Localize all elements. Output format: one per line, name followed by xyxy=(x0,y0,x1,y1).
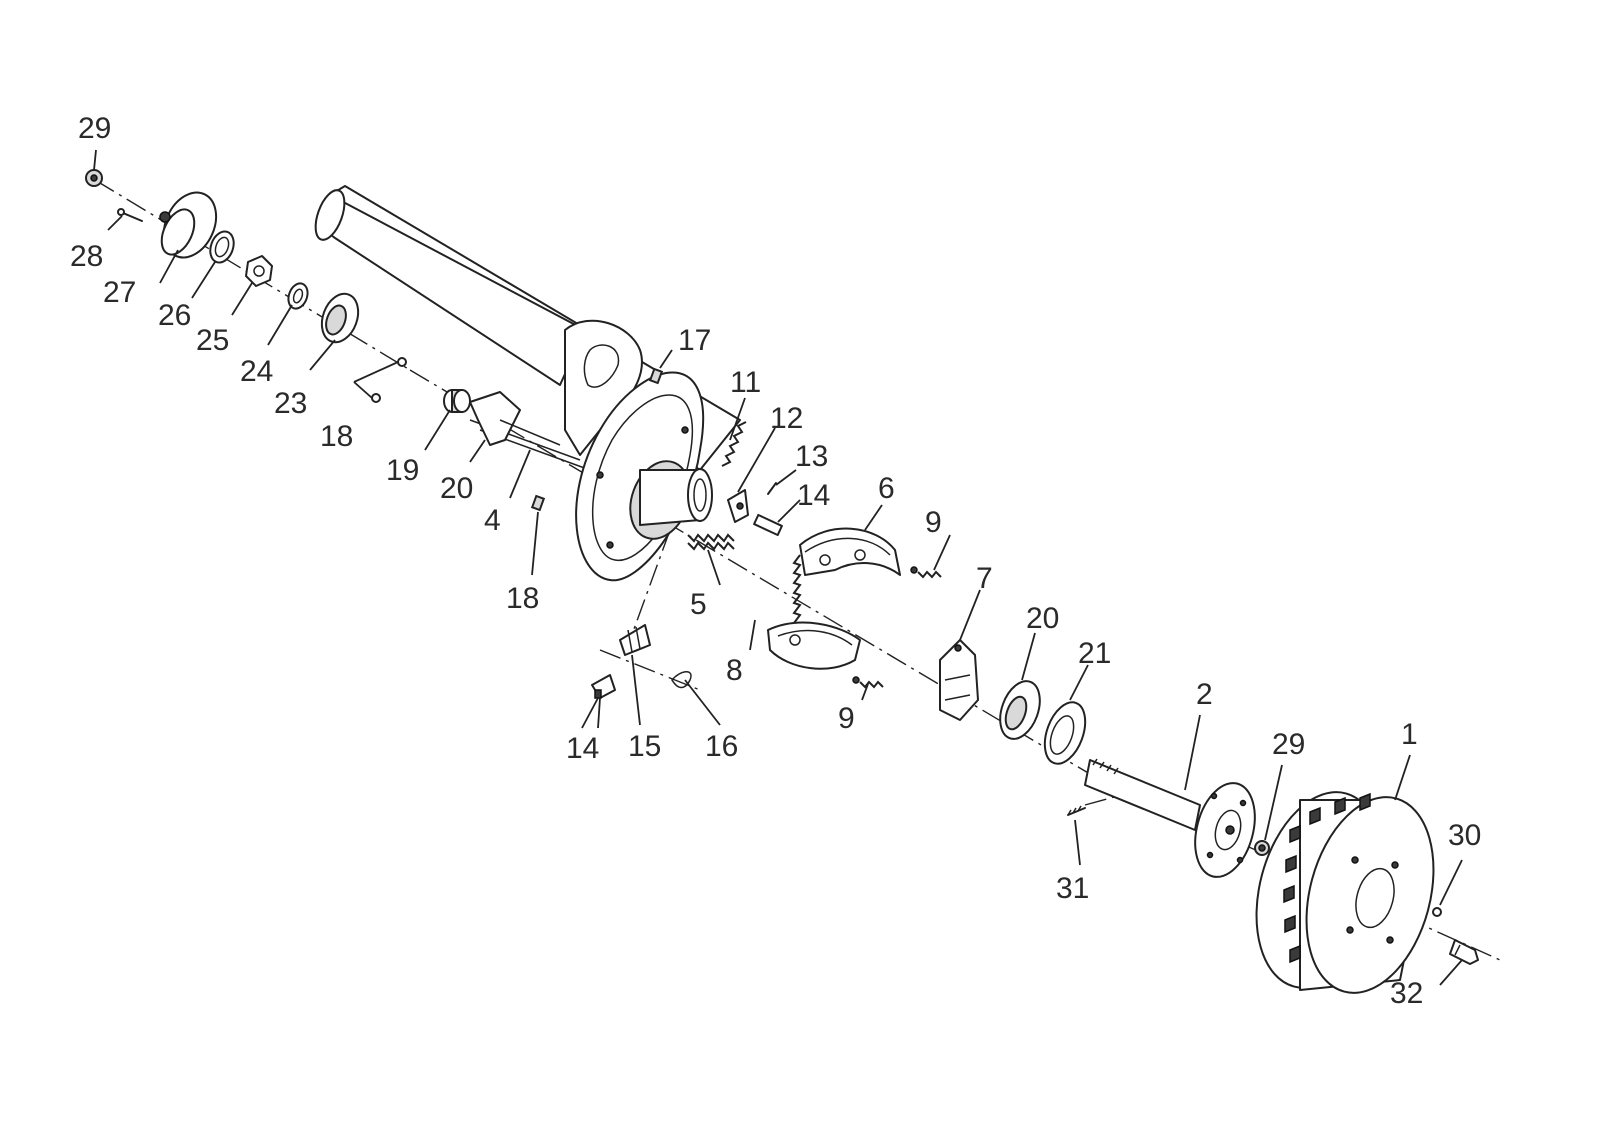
part-22-seal xyxy=(1043,701,1087,765)
part-7-lever-assembly xyxy=(939,639,979,721)
part-9-retainer-lower xyxy=(852,676,884,689)
callout-16: 16 xyxy=(705,730,738,763)
part-19-bushing xyxy=(443,389,471,413)
part-29-nut-left xyxy=(85,169,103,187)
part-17-clip-upper xyxy=(648,367,664,385)
callout-27: 27 xyxy=(103,276,136,309)
callout-23: 23 xyxy=(274,387,307,420)
part-17-clip-lower xyxy=(530,494,546,512)
part-28-split-pin xyxy=(117,208,143,222)
part-27-cap xyxy=(159,191,218,259)
callout-9-upper: 9 xyxy=(925,506,942,539)
callout-8: 8 xyxy=(726,654,743,687)
part-20-lever xyxy=(469,391,561,446)
callout-2: 2 xyxy=(1196,678,1213,711)
callout-31: 31 xyxy=(1056,872,1089,905)
callout-20: 20 xyxy=(440,472,473,505)
callout-19: 19 xyxy=(386,454,419,487)
callout-24: 24 xyxy=(240,355,273,388)
part-24-washer xyxy=(287,282,309,310)
backing-plate xyxy=(575,371,713,582)
part-6-brake-shoe-upper xyxy=(799,527,901,576)
callout-17-upper: 17 xyxy=(678,324,711,357)
callout-15: 15 xyxy=(628,730,661,763)
callout-9-lower: 9 xyxy=(838,702,855,735)
callout-11: 12 xyxy=(770,402,803,435)
part-18-grease-nipple xyxy=(371,357,407,403)
part-25-castle-nut xyxy=(245,255,273,287)
part-30-washer xyxy=(1432,907,1442,917)
callout-25: 25 xyxy=(196,324,229,357)
part-11-adjuster xyxy=(727,489,749,523)
callout-29-right: 29 xyxy=(1272,728,1305,761)
callout-labels: 29 28 27 26 25 24 23 18 19 20 4 18 17 11… xyxy=(70,112,1481,1010)
callout-1: 1 xyxy=(1401,718,1418,751)
part-1-brake-drum xyxy=(1255,791,1435,994)
callout-30: 30 xyxy=(1448,819,1481,852)
part-2-stub-axle xyxy=(1084,758,1256,878)
callout-17-lower: 18 xyxy=(506,582,539,615)
part-26-seal xyxy=(209,230,235,264)
part-31-stud xyxy=(1067,805,1086,816)
part-23-bearing xyxy=(320,292,360,344)
part-10-spring xyxy=(721,421,747,467)
callout-32: 32 xyxy=(1390,977,1423,1010)
part-12-pin xyxy=(767,482,777,495)
part-5-spring xyxy=(687,533,735,551)
callout-5: 5 xyxy=(690,588,707,621)
callout-26: 26 xyxy=(158,299,191,332)
callout-12: 13 xyxy=(795,440,828,473)
part-29-nut-right xyxy=(1254,840,1270,856)
callout-28: 28 xyxy=(70,240,103,273)
callout-10: 11 xyxy=(730,366,761,399)
part-21-bearing xyxy=(999,680,1041,740)
part-6-brake-shoe-lower xyxy=(767,621,861,670)
callout-18: 18 xyxy=(320,420,353,453)
part-15-bracket xyxy=(619,624,651,656)
callout-13: 14 xyxy=(797,479,830,512)
leader-lines xyxy=(93,149,1463,986)
callout-14: 14 xyxy=(566,732,599,765)
callout-6: 6 xyxy=(878,472,895,505)
callout-29-left: 29 xyxy=(78,112,111,145)
part-16-clip xyxy=(671,671,692,689)
part-32-bolt xyxy=(1449,939,1479,965)
part-14-bolts xyxy=(591,674,616,699)
callout-4: 4 xyxy=(484,504,501,537)
part-13-sleeve xyxy=(753,513,783,537)
part-9-retainer-upper xyxy=(910,566,942,579)
drum-fins xyxy=(1283,792,1371,964)
callout-22: 21 xyxy=(1078,637,1111,670)
callout-21: 20 xyxy=(1026,602,1059,635)
callout-7: 7 xyxy=(976,562,993,595)
